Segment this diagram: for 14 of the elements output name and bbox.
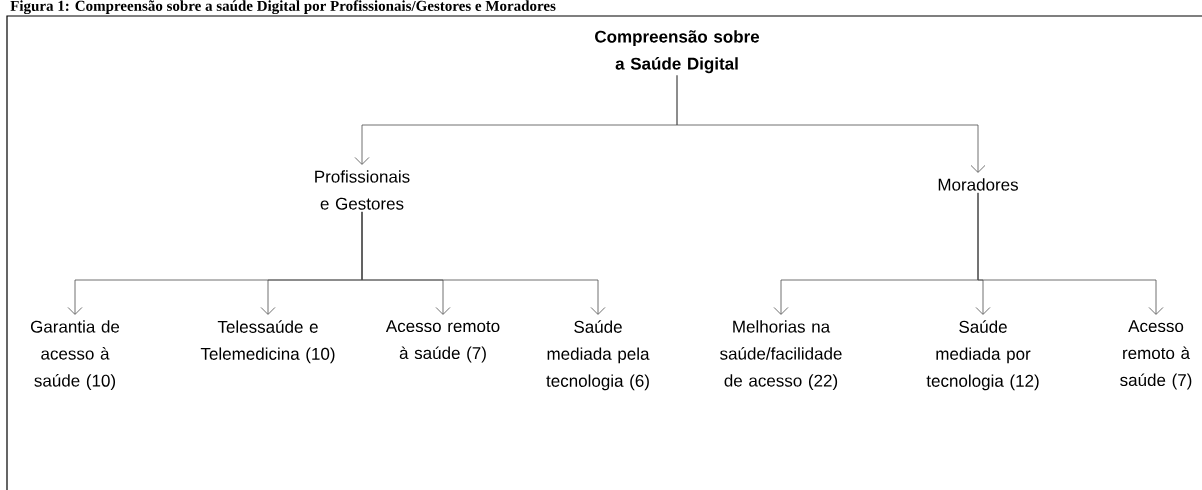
subcategory-text: Acesso remoto à saúde (7) (385, 320, 500, 363)
subcategory-text: Garantia de acesso à saúde (10) (30, 320, 120, 391)
subcategory-text: Melhorias na saúde/facilidade de acesso (22) (720, 320, 842, 391)
subcategory-text: Saúde mediada por tecnologia (12) (926, 320, 1039, 391)
heading-text: Compreensão sobre a Saúde Digital (595, 30, 760, 74)
figure-title: Figura 1: Compreensão sobre a saúde Digital por Profissionais/Gestores e Moradores (10, 0, 556, 15)
arrow (361, 211, 606, 315)
arrow (676, 74, 986, 173)
subcategory-text: Telessaúde e Telemedicina (10) (200, 320, 335, 364)
subcategory-text: Acesso remoto à saúde (7) (1120, 320, 1192, 390)
category-text: Profissionais e Gestores (315, 170, 410, 210)
category-text: Moradores (938, 178, 1018, 191)
arrow (977, 192, 1164, 315)
subcategory-text: Saúde mediada pela tecnologia (6) (546, 320, 650, 391)
